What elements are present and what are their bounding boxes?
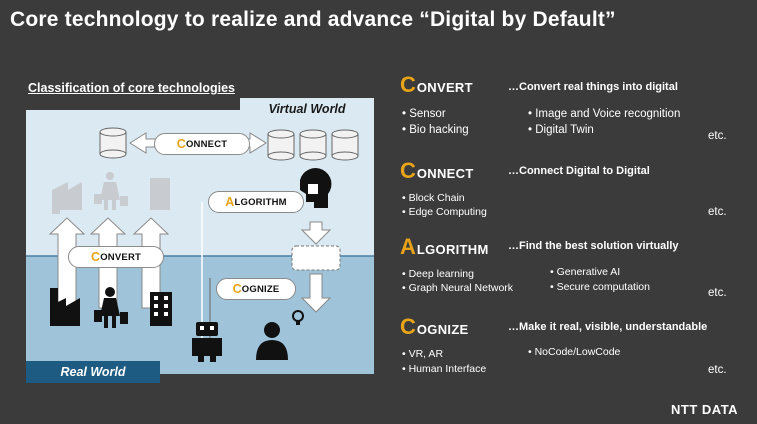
cognize-item: • NoCode/LowCode — [528, 346, 621, 358]
convert-etc: etc. — [708, 130, 727, 142]
cognize-pill-rest: OGNIZE — [241, 283, 280, 295]
ntt-data-logo: NTT DATA — [671, 402, 739, 417]
database-icon — [99, 127, 127, 159]
algorithm-pill-rest: LGORITHM — [234, 196, 287, 208]
connect-etc: etc. — [708, 206, 727, 218]
cognize-item: • Human Interface — [402, 363, 487, 375]
convert-pill-initial: C — [90, 250, 101, 264]
convert-item: • Digital Twin — [528, 124, 594, 136]
algorithm-etc: etc. — [708, 287, 727, 299]
robot-icon — [192, 322, 222, 362]
diagram-subtitle: Classification of core technologies — [28, 81, 235, 95]
algorithm-item: • Graph Neural Network — [402, 282, 514, 294]
convert-pill-rest: ONVERT — [100, 251, 142, 263]
virtual-world-label: Virtual World — [240, 98, 374, 120]
convert-item: • Image and Voice recognition — [528, 108, 681, 120]
algorithm-item: • Deep learning — [402, 268, 474, 280]
cognize-pill-initial: C — [232, 282, 242, 296]
connect-item: • Edge Computing — [402, 206, 487, 218]
real-world-label: Real World — [26, 361, 160, 383]
building-icon — [150, 292, 172, 326]
algorithm-description: …Find the best solution virtually — [508, 240, 679, 252]
building-icon — [150, 178, 170, 210]
factory-icon — [50, 288, 80, 326]
convert-rest: ONVERT — [416, 80, 473, 95]
connect-pill-rest: ONNECT — [185, 138, 228, 150]
algorithm-item: • Generative AI — [550, 266, 621, 278]
algorithm-pill-initial: A — [225, 195, 235, 209]
convert-description: …Convert real things into digital — [508, 81, 678, 93]
connect-pill-initial: C — [176, 137, 186, 151]
factory-icon — [52, 182, 82, 214]
shopper-icon — [94, 287, 128, 328]
connect-initial: C — [400, 158, 416, 183]
cognize-description: …Make it real, visible, understandable — [508, 321, 708, 333]
connect-description: …Connect Digital to Digital — [508, 165, 650, 177]
ai-head-icon — [300, 168, 332, 208]
algorithm-initial: A — [400, 234, 416, 259]
database-icon — [267, 129, 359, 161]
algorithm-item: • Secure computation — [550, 281, 650, 293]
cognize-rest: OGNIZE — [416, 322, 469, 337]
shopper-icon — [94, 172, 128, 210]
cognize-item: • VR, AR — [402, 348, 444, 360]
cognize-etc: etc. — [708, 364, 727, 376]
convert-item: • Bio hacking — [402, 124, 469, 136]
connect-item: • Block Chain — [402, 192, 465, 204]
convert-item: • Sensor — [402, 108, 446, 120]
convert-initial: C — [400, 72, 416, 97]
person-idea-icon — [256, 310, 304, 360]
connect-rest: ONNECT — [416, 166, 474, 181]
cognize-initial: C — [400, 314, 416, 339]
slide-title: Core technology to realize and advance “… — [10, 8, 616, 31]
algorithm-rest: LGORITHM — [416, 242, 489, 257]
